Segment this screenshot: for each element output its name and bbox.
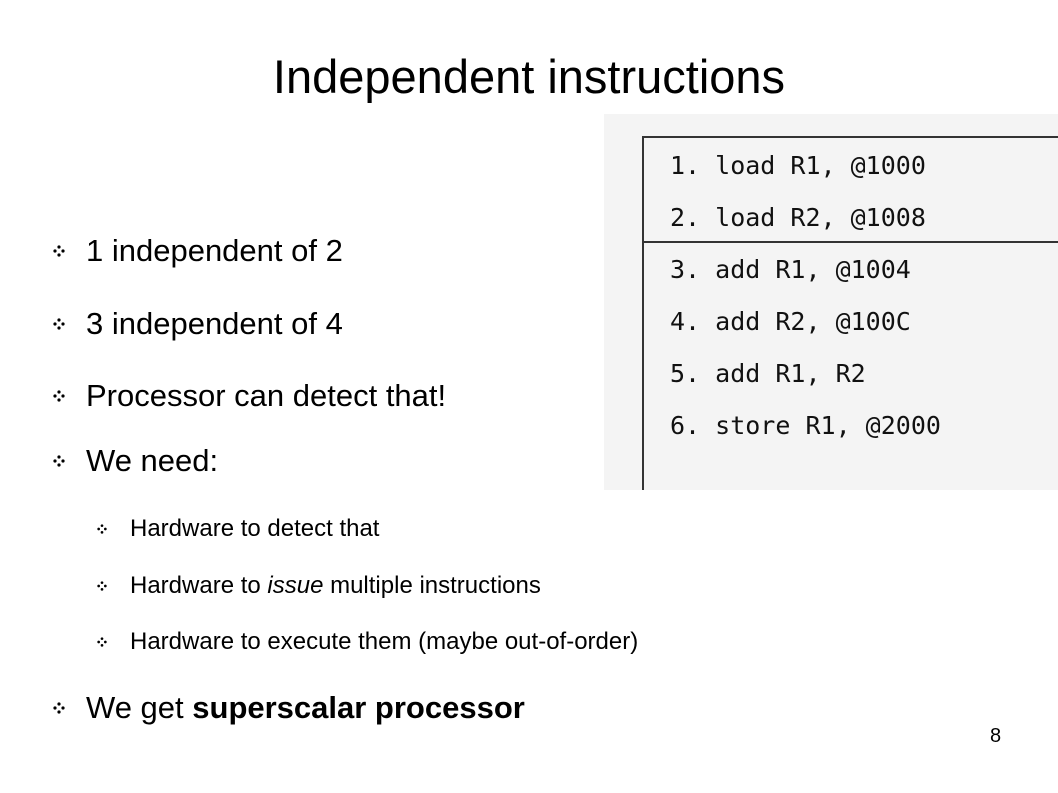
code-separator-line (644, 241, 1058, 243)
bullet-text: Hardware to detect that (130, 515, 380, 542)
bullet-text: Hardware to execute them (maybe out-of-o… (130, 628, 639, 655)
code-line: 5. add R1, R2 (670, 359, 866, 388)
bullet-text-part: Hardware to (130, 572, 268, 599)
code-line: 6. store R1, @2000 (670, 411, 941, 440)
diamond-dots-icon (97, 581, 107, 591)
diamond-dots-icon (97, 524, 107, 534)
page-number: 8 (990, 725, 1002, 747)
diamond-dots-icon (53, 390, 65, 402)
code-line: 3. add R1, @1004 (670, 255, 911, 284)
emphasis-superscalar: superscalar processor (192, 690, 525, 725)
diamond-dots-icon (97, 637, 107, 647)
bullet-text-part: We get (86, 690, 193, 725)
diamond-dots-icon (53, 245, 65, 257)
bullet-text: 3 independent of 4 (86, 306, 343, 341)
code-line: 1. load R1, @1000 (670, 151, 926, 180)
bullet-text: Processor can detect that! (86, 378, 447, 413)
code-line: 2. load R2, @1008 (670, 203, 926, 232)
code-line: 4. add R2, @100C (670, 307, 911, 336)
diamond-dots-icon (53, 318, 65, 330)
bullet-text: We get superscalar processor (86, 688, 525, 728)
bullet-text: 1 independent of 2 (86, 233, 343, 268)
bullet-text: We need: (86, 443, 219, 478)
bullet-text-part: multiple instructions (323, 572, 541, 599)
code-frame: 1. load R1, @1000 2. load R2, @1008 3. a… (642, 136, 1058, 490)
emphasis-issue: issue (267, 572, 324, 599)
bullet-text: Hardware to issue multiple instructions (130, 570, 541, 602)
diamond-dots-icon (53, 455, 65, 467)
slide-title: Independent instructions (272, 50, 786, 103)
diamond-dots-icon (53, 702, 65, 714)
code-listing-image: 1. load R1, @1000 2. load R2, @1008 3. a… (604, 114, 1058, 490)
